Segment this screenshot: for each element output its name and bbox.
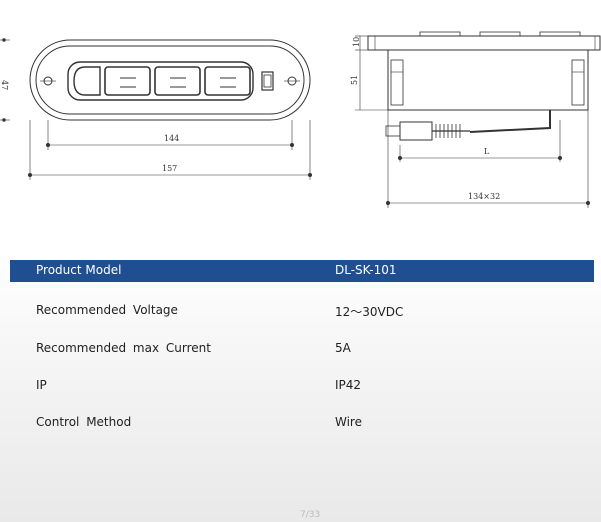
spec-row-label: IP: [36, 378, 47, 392]
side-body: [387, 49, 589, 111]
spec-row-value: Wire: [335, 415, 362, 429]
spec-row-value: IP42: [335, 378, 362, 392]
spec-table-header: Product Model DL-SK-101: [10, 260, 594, 282]
spec-row-control-method: Control Method Wire: [10, 415, 594, 435]
side-top-flange: [367, 35, 601, 51]
dim-height: 47: [0, 80, 9, 90]
technical-drawing: 47 144 157: [0, 0, 601, 240]
dim-inner-width: 144: [164, 134, 179, 143]
spec-row-label: Control Method: [36, 415, 132, 429]
button-3: [204, 66, 251, 96]
spec-table: Product Model DL-SK-101 Recommended Volt…: [0, 252, 601, 522]
dim-outer-width: 157: [162, 164, 177, 173]
side-view: [355, 31, 601, 208]
front-inner-shell: [35, 45, 305, 115]
spec-header-value: DL-SK-101: [335, 263, 397, 277]
spec-row-ip: IP IP42: [10, 378, 594, 398]
side-cable: [469, 110, 551, 133]
technical-drawing-svg: 47 144 157: [0, 31, 601, 208]
spec-row-label: Recommended max Current: [36, 341, 211, 355]
dim-top-thickness: 10: [352, 37, 361, 47]
dim-cable-length: L: [484, 147, 490, 156]
side-connector: [399, 121, 433, 141]
usb-port: [261, 71, 274, 91]
front-view: [0, 38, 312, 180]
button-panel: [67, 61, 254, 101]
spec-row-value: 5A: [335, 341, 351, 355]
front-outer-shell: [29, 39, 311, 121]
spec-row-current: Recommended max Current 5A: [10, 341, 594, 361]
button-1: [104, 66, 151, 96]
dim-depth: 51: [350, 75, 359, 85]
button-2: [154, 66, 201, 96]
spec-row-voltage: Recommended Voltage 12～30VDC: [10, 303, 594, 323]
page-number: 7/33: [300, 510, 321, 520]
spec-row-value: 12～30VDC: [335, 305, 404, 319]
button-left-cap: [73, 66, 101, 96]
dim-cutout: 134×32: [468, 192, 500, 201]
spec-row-label: Recommended Voltage: [36, 303, 178, 317]
spec-header-label: Product Model: [36, 263, 122, 277]
